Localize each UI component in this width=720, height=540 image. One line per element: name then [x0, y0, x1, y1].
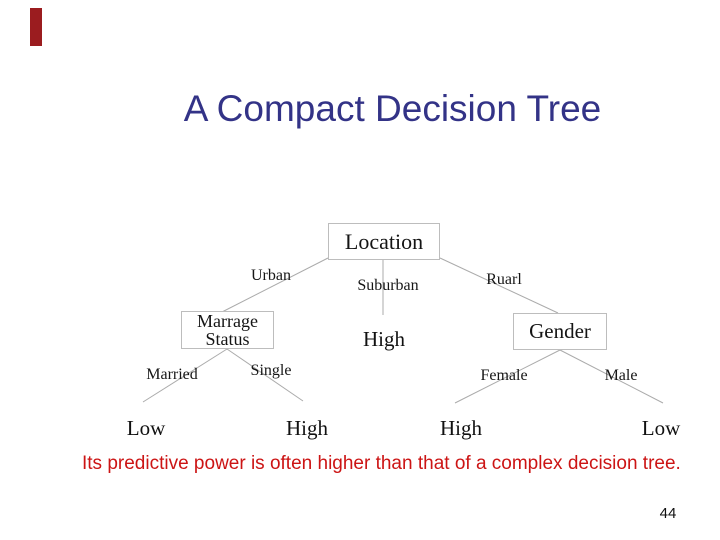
- leaf-node-married-low: Low: [126, 416, 166, 440]
- page-number: 44: [659, 505, 677, 522]
- edge-married: [142, 348, 228, 403]
- slide-note: Its predictive power is often higher tha…: [82, 453, 681, 474]
- slide-title: A Compact Decision Tree: [183, 88, 602, 129]
- edge-label-rural: Ruarl: [486, 271, 522, 288]
- tree-node-marriage-status: Marrage Status: [181, 311, 274, 349]
- leaf-node-suburban-high: High: [363, 327, 405, 351]
- tree-node-gender-label: Gender: [529, 319, 591, 343]
- edge-label-married: Married: [146, 366, 198, 383]
- leaf-node-single-high: High: [286, 416, 328, 440]
- leaf-node-male-low: Low: [641, 416, 681, 440]
- leaf-node-female-high: High: [440, 416, 482, 440]
- edge-rural: [439, 257, 559, 314]
- edge-single: [226, 348, 304, 402]
- accent-bar: [30, 8, 42, 46]
- tree-node-marriage-status-line2: Status: [205, 329, 250, 349]
- edge-label-urban: Urban: [251, 267, 291, 284]
- edge-label-female: Female: [480, 367, 528, 384]
- edge-female: [454, 349, 561, 404]
- edge-urban: [221, 257, 329, 313]
- edge-male: [559, 349, 664, 404]
- tree-node-location-label: Location: [344, 228, 424, 254]
- tree-node-location: Location: [328, 223, 440, 260]
- tree-node-marriage-status-line1: Marrage: [197, 311, 258, 331]
- edge-label-suburban: Suburban: [357, 277, 419, 294]
- edge-label-male: Male: [604, 367, 638, 384]
- edge-label-single: Single: [250, 362, 292, 379]
- tree-node-gender: Gender: [513, 313, 607, 350]
